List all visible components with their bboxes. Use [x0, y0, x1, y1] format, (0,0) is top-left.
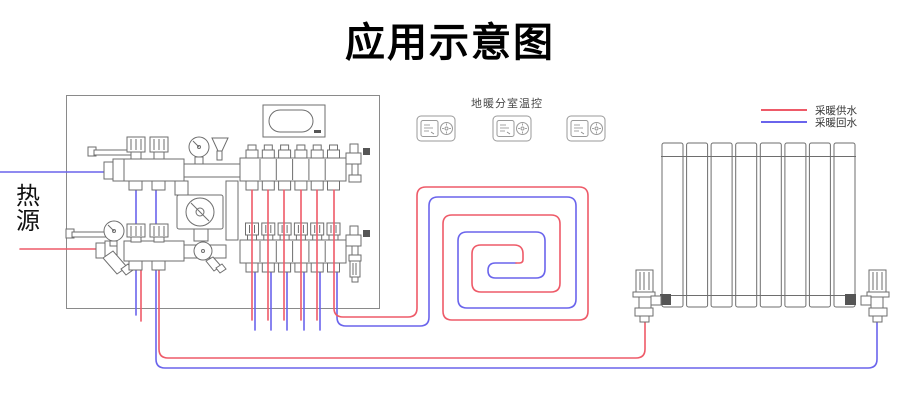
- legend-label-return: 采暖回水: [815, 116, 857, 129]
- thermostat-row-label: 地暖分室温控: [471, 98, 543, 110]
- radiator-section: [710, 142, 733, 308]
- legend-item-supply: 采暖供水: [761, 104, 857, 117]
- pipes-over-layer: [251, 186, 589, 321]
- flow-meter-cap: [327, 149, 340, 159]
- radiator-tail-left: [660, 294, 671, 305]
- manifold-cabinet-box: [66, 95, 380, 309]
- radiator-section: [784, 142, 807, 308]
- port-nut: [128, 180, 143, 191]
- port-nut: [151, 180, 166, 191]
- radiator-valve-left: [632, 269, 662, 323]
- hand-valve-cap-icon: [149, 223, 169, 243]
- hand-valve-cap-icon: [126, 136, 146, 160]
- flow-meter-cap: [245, 149, 259, 159]
- auto-air-vent-icon: [345, 143, 370, 183]
- radiator-section: [735, 142, 758, 308]
- supply-line-swatch: [761, 109, 807, 111]
- legend-item-return: 采暖回水: [761, 116, 857, 129]
- radiator-tail-right: [845, 294, 856, 305]
- flow-meter-cap: [261, 149, 275, 159]
- upper-loop-ports: [245, 144, 340, 191]
- port-nut: [327, 180, 340, 191]
- legend: 采暖供水 采暖回水: [761, 104, 857, 129]
- port-nut: [128, 260, 143, 271]
- legend-label-supply: 采暖供水: [815, 104, 857, 117]
- supply-pipe: [158, 265, 646, 359]
- port-nut: [278, 180, 292, 191]
- return-pipe: [155, 189, 878, 369]
- port-nut: [261, 180, 275, 191]
- inlet-union: [112, 158, 125, 182]
- radiator-panels: [661, 142, 856, 308]
- pump-assembly: [174, 180, 239, 242]
- return-pipe: [336, 196, 577, 327]
- port-nut: [245, 180, 259, 191]
- radiator-section: [759, 142, 782, 308]
- air-separator-icon: [211, 137, 229, 152]
- upper-manifold: [87, 136, 370, 191]
- heat-source-label: 热源: [16, 183, 40, 235]
- wiring-center: [262, 104, 326, 138]
- thermostat-row: [416, 115, 606, 142]
- flow-meter-cap: [310, 149, 324, 159]
- radiator-valve-right: [860, 269, 890, 323]
- radiator-section: [833, 142, 856, 308]
- manifold-station: [65, 104, 370, 283]
- thermostat: [566, 115, 606, 142]
- pipes-under-layer: [0, 171, 878, 369]
- thermostat: [416, 115, 456, 142]
- radiator-section: [661, 142, 684, 308]
- lower-manifold: [65, 220, 370, 283]
- radiator-section: [808, 142, 831, 308]
- port-nut: [151, 260, 166, 271]
- radiator-section: [686, 142, 709, 308]
- supply-pipe: [333, 186, 589, 321]
- page-title: 应用示意图: [345, 21, 555, 65]
- flow-meter-cap: [278, 149, 292, 159]
- upper-manifold-left-body: [123, 158, 185, 182]
- lower-manifold-left-body: [123, 240, 185, 262]
- radiator: [632, 142, 890, 323]
- thermostat: [492, 115, 532, 142]
- hand-valve-cap-icon: [126, 223, 146, 243]
- port-nut: [294, 180, 308, 191]
- ball-valve-lever-icon: [71, 231, 107, 238]
- hand-valve-cap-icon: [149, 136, 169, 160]
- flow-meter-cap: [294, 149, 308, 159]
- return-line-swatch: [761, 121, 807, 123]
- auto-air-vent-icon: [345, 225, 370, 283]
- port-nut: [310, 180, 324, 191]
